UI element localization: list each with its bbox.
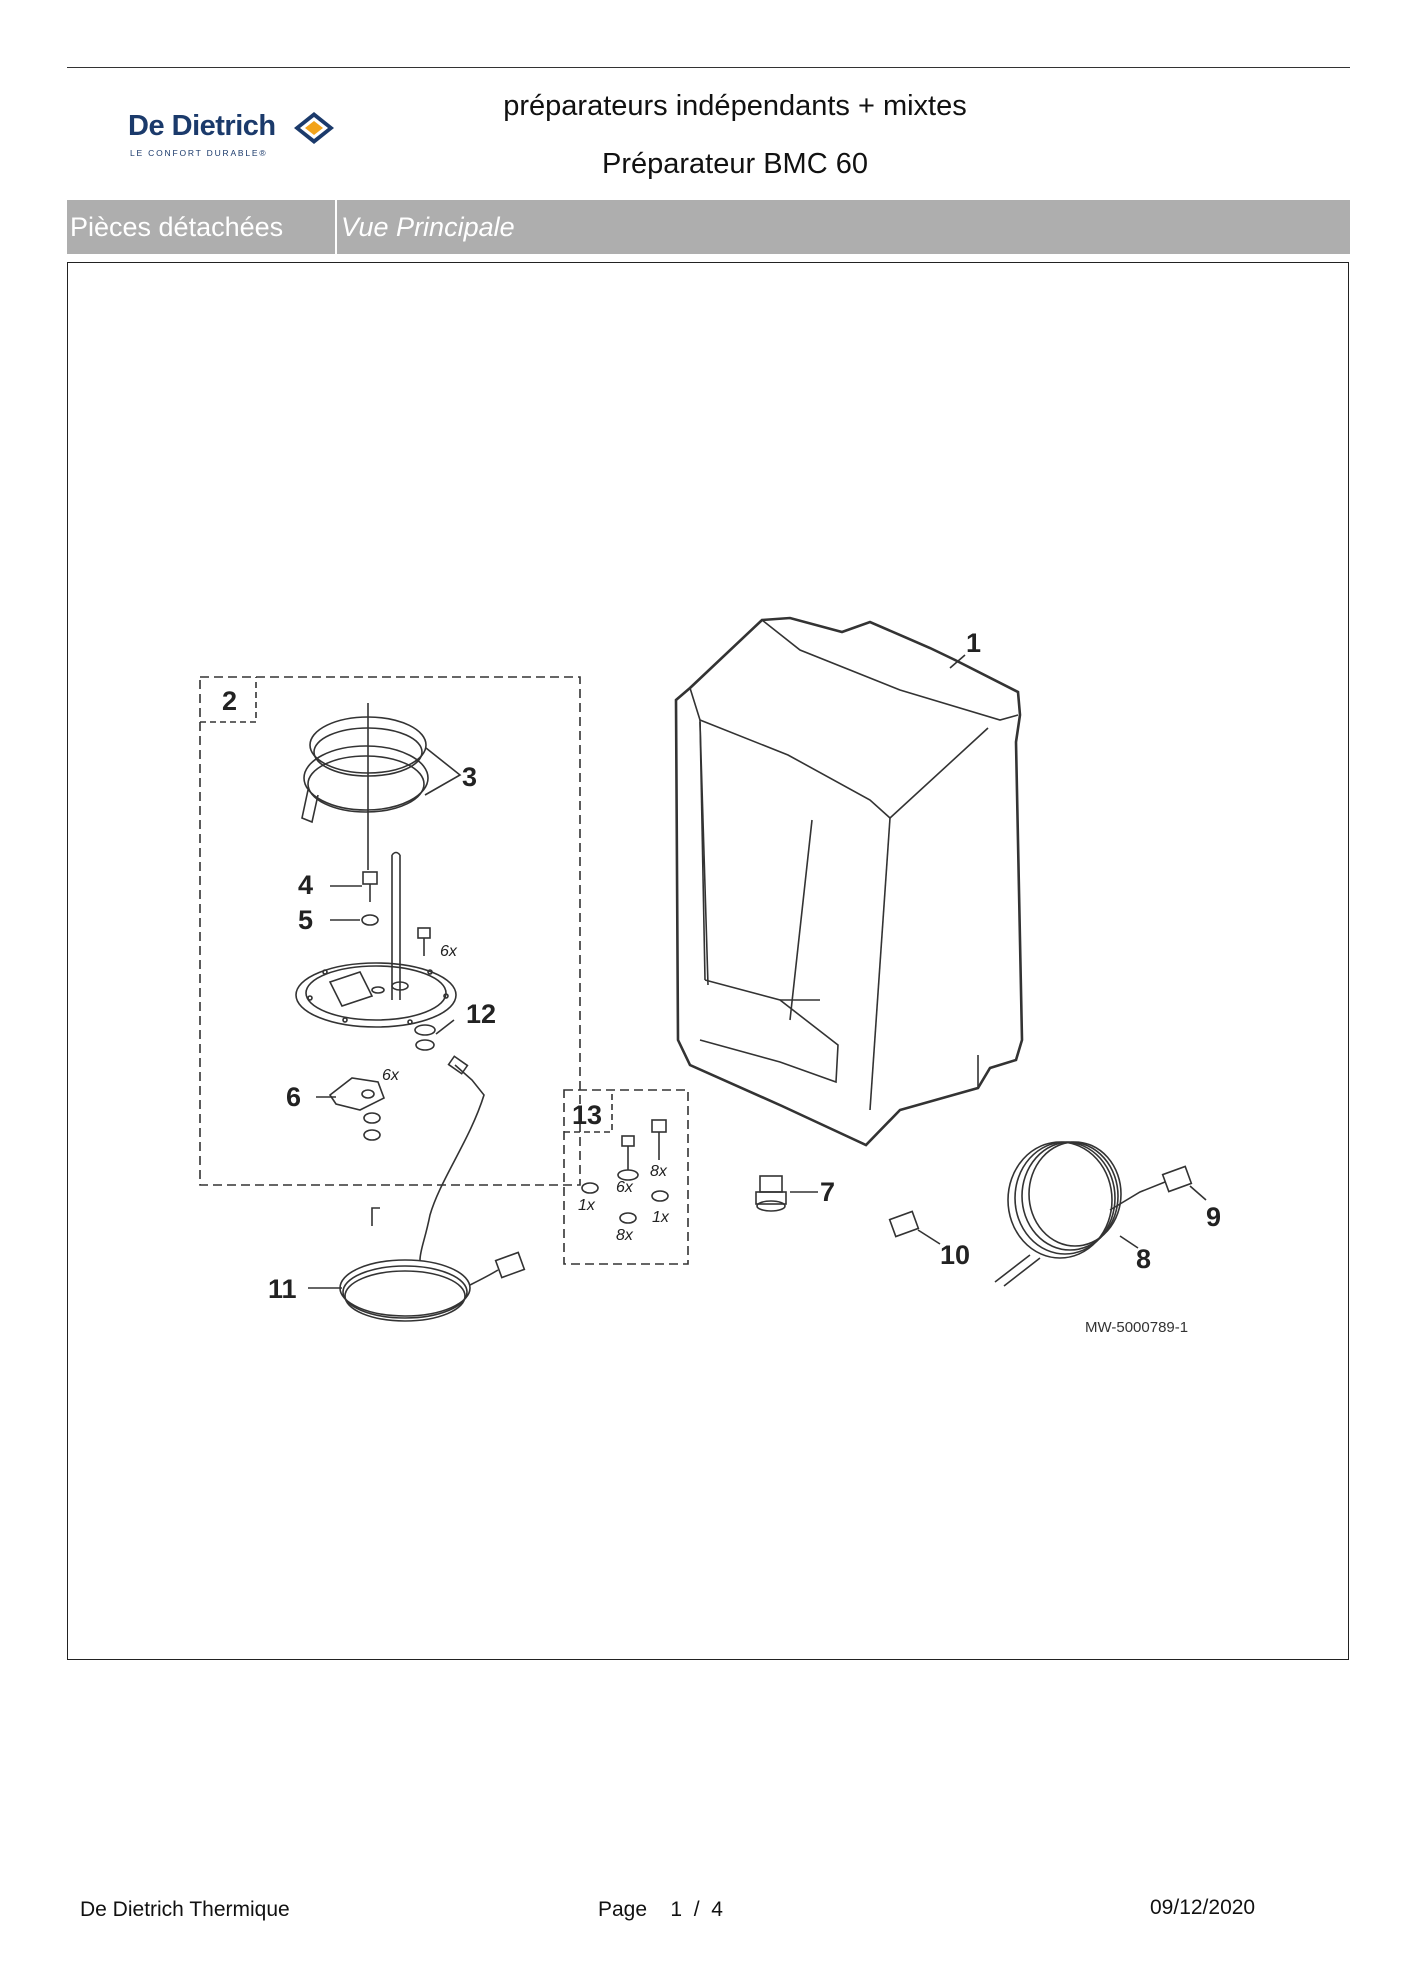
callout-10: 10 xyxy=(940,1240,970,1270)
qty-label: 8x xyxy=(650,1163,668,1180)
callout-1: 1 xyxy=(966,628,981,658)
part-12-nut xyxy=(414,1024,436,1051)
page-separator: / xyxy=(693,1898,700,1921)
part-13-kit xyxy=(581,1119,669,1224)
qty-label: 6x xyxy=(382,1067,400,1084)
top-rule xyxy=(67,67,1350,68)
section-bar: Pièces détachées Vue Principale xyxy=(67,200,1350,254)
part-bolt-6x xyxy=(417,927,431,956)
callout-11: 11 xyxy=(268,1274,297,1304)
section-label: Pièces détachées xyxy=(70,212,284,242)
callout-2: 2 xyxy=(222,686,237,716)
section-divider xyxy=(335,200,337,254)
product-name: Préparateur BMC 60 xyxy=(602,148,868,180)
group-box-2-label-frame xyxy=(200,677,257,723)
part-8-sensor xyxy=(994,1141,1166,1287)
group-box-2 xyxy=(199,676,581,1186)
part-1-cover xyxy=(674,616,1024,1147)
part-4-screw xyxy=(362,871,378,902)
callout-6: 6 xyxy=(286,1082,301,1112)
footer-pagination: Page 1 / 4 xyxy=(598,1898,723,1922)
drawing-reference: MW-5000789-1 xyxy=(1085,1319,1188,1336)
brand-tagline: LE CONFORT DURABLE® xyxy=(130,148,268,158)
brand-name: De Dietrich xyxy=(128,110,276,142)
callout-4: 4 xyxy=(298,870,313,900)
callout-3: 3 xyxy=(462,762,477,792)
part-11-cable xyxy=(339,1055,526,1322)
diamond-logo-icon xyxy=(294,112,334,144)
callout-9: 9 xyxy=(1206,1202,1221,1232)
callout-5: 5 xyxy=(298,905,313,935)
qty-label: 8x xyxy=(616,1227,634,1244)
callout-7: 7 xyxy=(820,1177,835,1207)
drawing-frame xyxy=(67,262,1349,1660)
qty-label: 6x xyxy=(616,1179,634,1196)
qty-label: 1x xyxy=(652,1209,670,1226)
callout-13: 13 xyxy=(572,1100,602,1130)
callout-8: 8 xyxy=(1136,1244,1151,1274)
probe-tube xyxy=(391,851,401,1000)
page-total: 4 xyxy=(711,1898,723,1921)
qty-label: 6x xyxy=(440,943,458,960)
qty-label: 1x xyxy=(578,1197,596,1214)
view-label: Vue Principale xyxy=(341,212,515,242)
flange-plate xyxy=(295,962,457,1028)
part-3-gasket xyxy=(301,703,429,870)
part-6-bracket xyxy=(328,1077,386,1141)
page-label: Page xyxy=(598,1898,648,1921)
page-current: 1 xyxy=(670,1898,683,1921)
footer-company: De Dietrich Thermique xyxy=(80,1898,290,1921)
document-title: préparateurs indépendants + mixtes xyxy=(503,90,967,122)
group-box-13 xyxy=(563,1089,689,1265)
footer-date: 09/12/2020 xyxy=(1150,1896,1256,1919)
part-9-connector xyxy=(1161,1165,1193,1193)
callout-12: 12 xyxy=(466,999,496,1029)
brand-logo: De Dietrich LE CONFORT DURABLE® xyxy=(128,110,348,164)
part-10-connector xyxy=(888,1210,920,1238)
part-5-washer xyxy=(361,914,379,926)
part-7-fitting xyxy=(755,1175,787,1212)
group-box-13-label-frame xyxy=(564,1090,613,1133)
